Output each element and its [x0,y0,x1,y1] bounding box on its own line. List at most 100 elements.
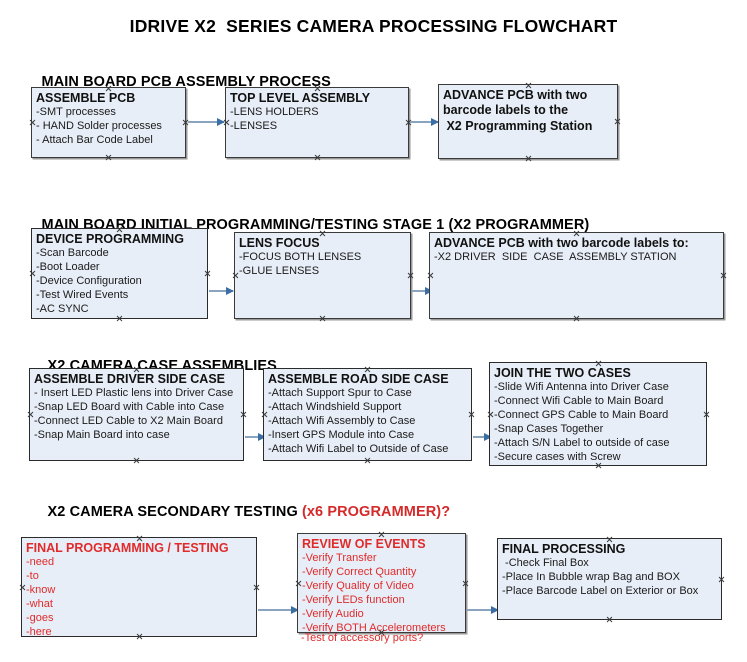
connector-road-side-to-join-cases [473,436,491,438]
connector-driver-side-to-road-side [245,436,265,438]
flow-box-overflow-line-review-of-events: -Test of accessory ports? [301,632,424,644]
flow-box-lens-focus[interactable]: LENS FOCUS -FOCUS BOTH LENSES -GLUE LENS… [234,232,411,319]
flow-box-line: barcode labels to the [443,103,569,118]
flow-box-line: -AC SYNC [36,302,89,315]
section-heading-text: X2 CAMERA SECONDARY TESTING [47,504,302,520]
flow-box-line: -LENS HOLDERS [230,106,319,119]
flow-box-title: ASSEMBLE PCB [36,91,136,105]
connector-device-programming-to-lens-focus [209,290,233,292]
flow-box-line: - HAND Solder processes [36,120,162,133]
flow-box-line: -Scan Barcode [36,247,109,260]
section-heading-main-board-pcb-assembly: MAIN BOARD PCB ASSEMBLY PROCESS [25,58,331,106]
connector-top-level-assembly-to-advance-pcb [410,121,438,123]
flow-box-title: FINAL PROCESSING [502,542,626,556]
flow-box-title: LENS FOCUS [239,236,320,250]
section-heading-accent: (x6 PROGRAMMER)? [301,504,451,520]
handle-bottom-icon[interactable] [606,616,613,623]
flow-box-title: ASSEMBLE ROAD SIDE CASE [268,372,449,386]
handle-left-icon[interactable] [27,411,34,418]
flow-box-advance-pcb-driver-side-case[interactable]: ADVANCE PCB with two barcode labels to: … [429,232,724,319]
flow-box-title: ASSEMBLE DRIVER SIDE CASE [34,372,226,386]
flow-box-line: -Verify Quality of Video [302,579,414,592]
handle-bottom-icon[interactable] [573,315,580,322]
flow-box-advance-pcb-programming-station[interactable]: ADVANCE PCB with two barcode labels to t… [438,84,618,159]
flow-box-line: -here [26,625,52,638]
flow-box-line: -Boot Loader [36,261,100,274]
handle-left-icon[interactable] [295,580,302,587]
section-heading-text: MAIN BOARD PCB ASSEMBLY PROCESS [41,74,331,90]
flow-box-top-level-assembly[interactable]: TOP LEVEL ASSEMBLY -LENS HOLDERS -LENSES [225,87,409,158]
section-heading-x2-camera-secondary-testing: X2 CAMERA SECONDARY TESTING (x6 PROGRAMM… [31,488,451,536]
connector-assemble-pcb-to-top-level-assembly [188,121,224,123]
flow-box-line: -Verify Audio [302,607,364,620]
flow-box-line: -Attach S/N Label to outside of case [494,436,670,449]
flow-box-line: -GLUE LENSES [239,265,320,278]
flow-box-line: -goes [26,611,54,624]
flow-box-device-programming[interactable]: DEVICE PROGRAMMING -Scan Barcode -Boot L… [31,228,208,319]
handle-right-icon[interactable] [720,272,727,279]
flow-box-line: -SMT processes [36,106,116,119]
flow-box-line: -Attach Wifi Label to Outside of Case [268,442,449,455]
handle-bottom-icon[interactable] [525,155,532,162]
flow-box-line: -Connect Wifi Cable to Main Board [494,395,664,408]
connector-final-programming-to-review-of-events [258,609,298,611]
handle-left-icon[interactable] [19,584,26,591]
flow-box-line: -Verify Correct Quantity [302,566,417,579]
flow-box-line: -FOCUS BOTH LENSES [239,251,362,264]
flow-box-line: -X2 DRIVER SIDE CASE ASSEMBLY STATION [434,251,677,264]
handle-left-icon[interactable] [261,411,268,418]
flow-box-line: -Place Barcode Label on Exterior or Box [502,584,699,597]
flow-box-title: TOP LEVEL ASSEMBLY [230,91,371,105]
flow-box-line: -Snap LED Board with Cable into Case [34,401,225,414]
handle-left-icon[interactable] [29,270,36,277]
handle-bottom-icon[interactable] [314,154,321,161]
flow-box-line: -Slide Wifi Antenna into Driver Case [494,381,669,394]
flow-box-title: FINAL PROGRAMMING / TESTING [26,541,229,555]
flow-box-line: -LENSES [230,120,278,133]
flow-box-line: -Insert GPS Module into Case [268,428,415,441]
flow-box-assemble-driver-side-case[interactable]: ASSEMBLE DRIVER SIDE CASE - Insert LED P… [29,368,244,461]
flow-box-final-programming-testing[interactable]: FINAL PROGRAMMING / TESTING -need -to -k… [19,537,257,638]
flow-box-line: -Attach Wifi Assembly to Case [268,414,416,427]
flow-box-line: - Attach Bar Code Label [36,133,153,146]
flow-box-title: JOIN THE TWO CASES [494,366,631,380]
flow-box-title: DEVICE PROGRAMMING [36,232,184,246]
handle-bottom-icon[interactable] [319,315,326,322]
handle-bottom-icon[interactable] [364,457,371,464]
flow-box-line: X2 Programming Station [443,119,593,133]
flow-box-line: -know [26,583,56,596]
flow-box-assemble-pcb[interactable]: ASSEMBLE PCB -SMT processes - HAND Solde… [31,87,186,158]
flow-box-line: -Verify LEDs function [302,593,405,606]
connector-review-of-events-to-final-processing [467,609,498,611]
flow-box-join-the-two-cases[interactable]: JOIN THE TWO CASES -Slide Wifi Antenna i… [489,362,707,466]
flow-box-assemble-road-side-case[interactable]: ASSEMBLE ROAD SIDE CASE -Attach Support … [263,368,472,461]
flow-box-line: - Insert LED Plastic lens into Driver Ca… [34,387,234,400]
flow-box-line: -Test Wired Events [36,288,129,301]
handle-left-icon[interactable] [487,411,494,418]
flow-box-title: ADVANCE PCB with two [443,88,588,102]
flow-box-line: -Connect GPS Cable to Main Board [494,408,669,421]
connector-lens-focus-to-advance-pcb-driver-side [412,290,432,292]
flow-box-line: -Connect LED Cable to X2 Main Board [34,414,223,427]
handle-left-icon[interactable] [427,272,434,279]
handle-left-icon[interactable] [232,272,239,279]
flow-box-line: -Secure cases with Screw [494,450,621,463]
flow-box-review-of-events[interactable]: REVIEW OF EVENTS -Verify Transfer -Verif… [295,533,466,634]
handle-bottom-icon[interactable] [133,457,140,464]
handle-left-icon[interactable] [29,119,36,126]
flow-box-line: -Snap Cases Together [494,422,604,435]
flow-box-line: -what [26,597,53,610]
flow-box-line: -Snap Main Board into case [34,428,170,441]
flow-box-line: -Verify Transfer [302,552,377,565]
flow-box-line: -to [26,570,39,583]
flow-box-line: -Place In Bubble wrap Bag and BOX [502,571,680,584]
flow-box-final-processing[interactable]: FINAL PROCESSING -Check Final Box -Place… [497,538,722,620]
handle-bottom-icon[interactable] [105,154,112,161]
page-title: IDRIVE X2 SERIES CAMERA PROCESSING FLOWC… [129,16,618,36]
flow-box-title: REVIEW OF EVENTS [302,537,426,551]
flow-box-line: -Check Final Box [502,557,589,570]
flow-box-line: -Device Configuration [36,274,142,287]
flow-box-title: ADVANCE PCB with two barcode labels to: [434,236,689,250]
flow-box-line: -Verify BOTH Accelerometers [302,621,446,634]
